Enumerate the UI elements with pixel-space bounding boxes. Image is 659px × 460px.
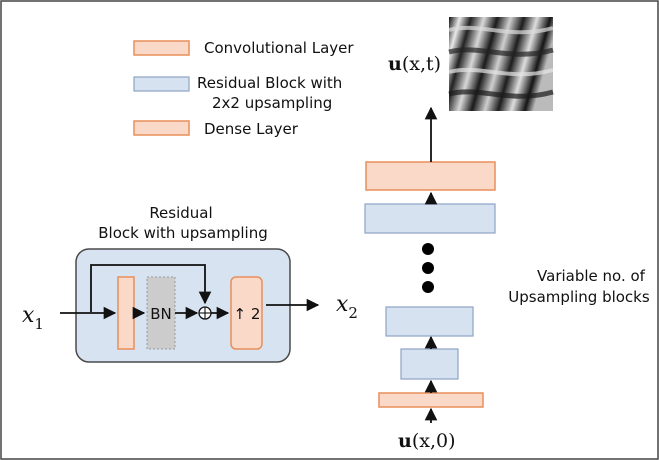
ellipsis-dot-2 [422, 262, 434, 274]
upsampling-stack: u(x,0) Variable no. of Upsampling blocks [364, 106, 650, 452]
legend-dense-swatch [133, 120, 190, 136]
stack-final-conv-layer [365, 161, 496, 191]
legend-dense-label: Dense Layer [204, 120, 299, 138]
input-variable-label: x1 [22, 303, 44, 333]
wave-band-2 [448, 47, 554, 57]
legend-resblock-label-line2: 2x2 upsampling [212, 94, 332, 112]
stack-resblock-1 [400, 348, 459, 380]
legend-conv-swatch [133, 40, 190, 56]
legend-resblock-label-line1: Residual Block with [197, 74, 342, 92]
block-title-line1: Residual [149, 204, 212, 222]
block-title-line2: Block with upsampling [98, 224, 267, 242]
output-variable-label: x2 [336, 292, 358, 322]
wave-band-4 [448, 89, 554, 99]
ellipsis-dot-1 [422, 243, 434, 255]
wave-band-3 [448, 67, 554, 77]
solution-label: u(x,t) [388, 53, 441, 75]
initial-condition-label: u(x,0) [398, 430, 456, 452]
stack-resblock-2 [385, 306, 474, 337]
solution-field-image [448, 17, 554, 111]
variable-blocks-label-line2: Upsampling blocks [508, 288, 650, 306]
upsample-layer [230, 276, 263, 350]
legend: Convolutional Layer Residual Block with … [133, 39, 354, 138]
legend-conv-label: Convolutional Layer [204, 39, 354, 57]
legend-resblock-swatch [133, 76, 190, 92]
upsample-label: ↑ 2 [234, 305, 261, 323]
stack-resblock-n [364, 203, 496, 234]
residual-block-detail: Residual Block with upsampling BN ↑ 2 [60, 204, 320, 363]
ellipsis-dot-3 [422, 281, 434, 293]
batchnorm-label: BN [150, 305, 172, 323]
skip-connection-arrow [90, 264, 212, 312]
block-conv-layer [117, 276, 135, 350]
variable-blocks-label-line1: Variable no. of [537, 267, 646, 285]
wave-band-1 [448, 25, 554, 35]
stack-dense-layer [378, 392, 484, 408]
batchnorm-layer [146, 276, 176, 350]
